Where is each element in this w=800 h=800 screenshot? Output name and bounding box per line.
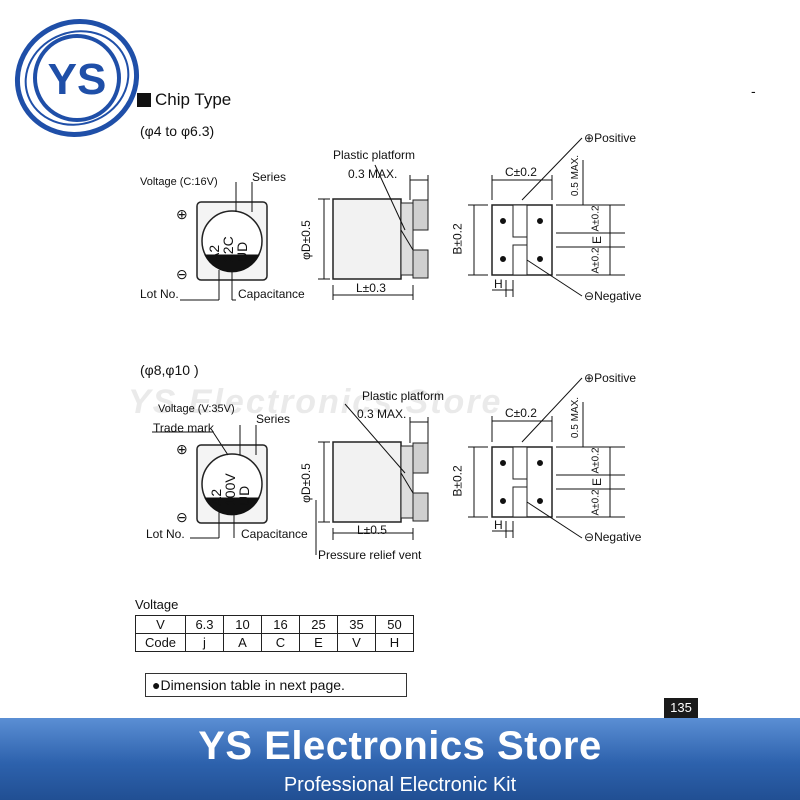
table-cell: H xyxy=(375,633,414,652)
s2-vent-label: Pressure relief vent xyxy=(318,548,422,562)
s2-capacitance-label: Capacitance xyxy=(241,527,308,541)
table-row: V 6.3 10 16 25 35 50 xyxy=(135,615,414,634)
ys-logo: YS xyxy=(14,19,140,137)
dimension-note: ●Dimension table in next page. xyxy=(145,673,407,697)
s2-marking-line3: UD xyxy=(236,485,252,506)
negative-icon: ⊖ xyxy=(584,289,595,303)
s2-diameter-label: φD±0.5 xyxy=(298,463,313,503)
s1-b-label: B±0.2 xyxy=(450,223,465,255)
negative-icon: ⊖ xyxy=(584,530,595,544)
table-cell: A xyxy=(223,633,262,652)
watermark: YS Electronics Store xyxy=(128,383,503,421)
s1-marking-line2: 22C xyxy=(220,236,236,262)
s2-platform-label: Plastic platform xyxy=(362,389,445,403)
technical-drawings xyxy=(152,137,625,555)
s2-positive-label: ⊕Positive xyxy=(584,371,637,385)
section1-size-label: (φ4 to φ6.3) xyxy=(140,123,215,139)
table-cell: C xyxy=(261,633,300,652)
banner-title: YS Electronics Store xyxy=(198,724,602,768)
positive-icon: ⊕ xyxy=(584,371,595,385)
s1-lot-label: Lot No. xyxy=(140,287,179,301)
table-cell: E xyxy=(299,633,338,652)
s1-plus-icon: ⊕ xyxy=(176,206,188,222)
s2-marking: A2 100V UD xyxy=(205,458,260,513)
heading-square-icon xyxy=(137,93,151,107)
table-cell: 10 xyxy=(223,615,262,634)
s1-a-bottom-label: A±0.2 xyxy=(590,247,602,274)
s1-diameter-label: φD±0.5 xyxy=(298,220,313,260)
s2-half-max-label: 0.5 MAX. xyxy=(570,396,582,439)
s1-series-label: Series xyxy=(252,170,287,184)
table-cell: V xyxy=(337,633,376,652)
s2-plus-icon: ⊕ xyxy=(176,441,188,457)
table-cell: V xyxy=(135,615,186,634)
s1-negative-label: ⊖Negative xyxy=(584,289,642,303)
s1-capacitance-label: Capacitance xyxy=(238,287,305,301)
s2-length-label: L±0.5 xyxy=(357,523,387,537)
top-marker: - xyxy=(751,83,756,99)
s2-a-top-label: A±0.2 xyxy=(590,447,602,474)
s2-trade-label: Trade mark xyxy=(153,421,214,435)
s1-a-top-label: A±0.2 xyxy=(590,205,602,232)
s1-length-label: L±0.3 xyxy=(356,281,386,295)
s2-h-label: H xyxy=(494,518,503,532)
table-cell: 6.3 xyxy=(185,615,224,634)
s1-marking: A2 22C UD xyxy=(205,218,255,268)
page-number: 135 xyxy=(664,698,698,718)
voltage-table-title: Voltage xyxy=(135,597,179,612)
s2-b-label: B±0.2 xyxy=(450,465,465,497)
s2-voltage-label: Voltage (V:35V) xyxy=(158,403,235,415)
s1-platform-label: Plastic platform xyxy=(333,148,416,162)
s2-marking-line1: A2 xyxy=(208,488,224,506)
logo-text: YS xyxy=(48,55,107,104)
s1-voltage-label: Voltage (C:16V) xyxy=(140,176,218,188)
s2-lot-label: Lot No. xyxy=(146,527,185,541)
section2-size-label: (φ8,φ10 ) xyxy=(140,362,199,378)
s2-series-label: Series xyxy=(256,412,291,426)
voltage-table: V 6.3 10 16 25 35 50 Code j A C E V H xyxy=(135,615,414,652)
table-cell: 35 xyxy=(337,615,376,634)
s1-c-label: C±0.2 xyxy=(505,165,537,179)
s2-e-label: E xyxy=(590,477,605,487)
s2-c-label: C±0.2 xyxy=(505,406,537,420)
s1-positive-label: ⊕Positive xyxy=(584,131,637,145)
s2-a-bottom-label: A±0.2 xyxy=(590,489,602,516)
s1-marking-line1: A2 xyxy=(206,244,222,262)
page-heading: Chip Type xyxy=(137,90,231,110)
table-cell: 50 xyxy=(375,615,414,634)
table-cell: 16 xyxy=(261,615,300,634)
heading-title: Chip Type xyxy=(155,90,232,109)
s1-e-label: E xyxy=(590,235,605,245)
s2-minus-icon: ⊖ xyxy=(176,509,188,525)
s1-marking-line3: UD xyxy=(234,241,250,262)
s1-minus-icon: ⊖ xyxy=(176,266,188,282)
s2-max-label: 0.3 MAX. xyxy=(357,407,407,421)
table-cell: j xyxy=(185,633,224,652)
table-cell: Code xyxy=(135,633,186,652)
s1-half-max-label: 0.5 MAX. xyxy=(570,154,582,197)
s1-max-label: 0.3 MAX. xyxy=(348,167,398,181)
table-row: Code j A C E V H xyxy=(135,633,414,652)
store-banner: YS Electronics Store Professional Electr… xyxy=(0,718,800,800)
s2-negative-label: ⊖Negative xyxy=(584,530,642,544)
positive-icon: ⊕ xyxy=(584,131,595,145)
banner-subtitle: Professional Electronic Kit xyxy=(283,774,517,796)
s2-marking-line2: 100V xyxy=(222,473,238,506)
table-cell: 25 xyxy=(299,615,338,634)
s1-h-label: H xyxy=(494,277,503,291)
